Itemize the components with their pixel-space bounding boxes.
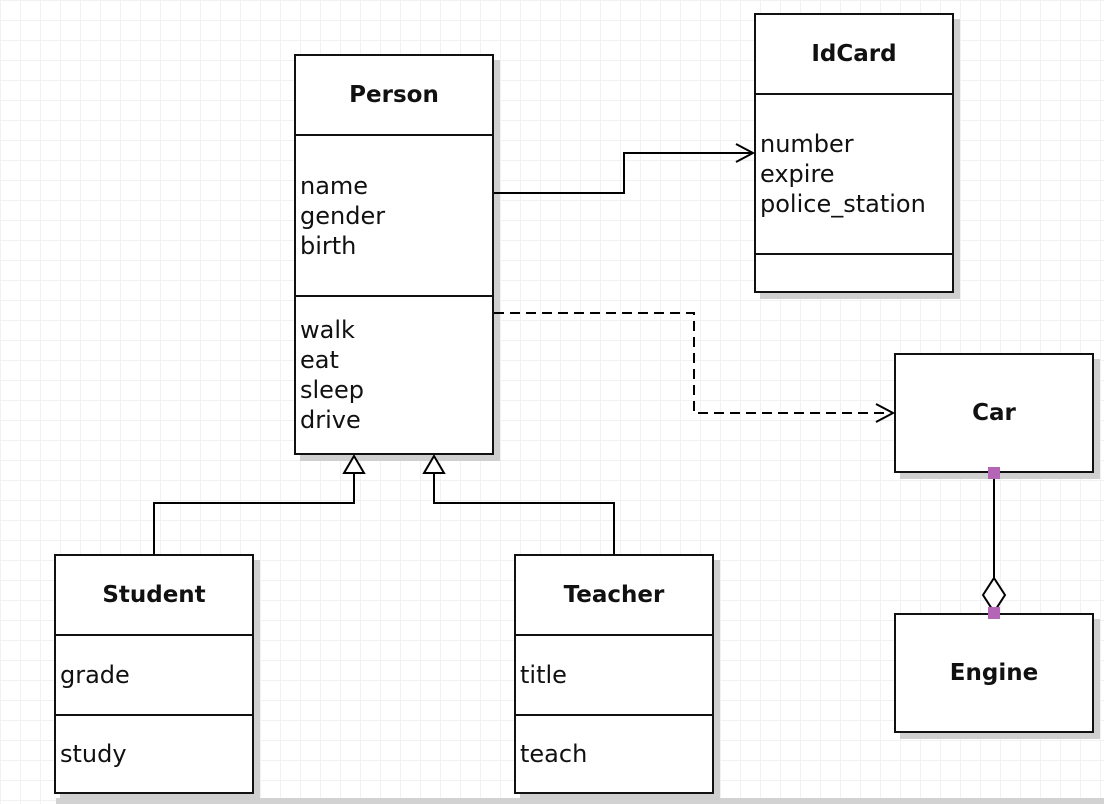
class-box-person[interactable]: Person name gender birth walk eat sleep …: [294, 54, 494, 455]
methods-compartment: study: [56, 714, 252, 792]
class-title: Person: [349, 82, 439, 108]
attributes-compartment: number expire police_station: [756, 93, 952, 253]
methods-compartment: walk eat sleep drive: [296, 295, 492, 453]
edge-car-engine[interactable]: [981, 467, 1007, 619]
class-box-engine[interactable]: Engine: [894, 613, 1094, 733]
hollow-triangle-icon: [342, 454, 366, 474]
open-arrowhead-icon: [875, 403, 896, 423]
edge-student-person[interactable]: [153, 454, 366, 554]
methods-compartment-empty: [756, 253, 952, 291]
attribute: birth: [300, 231, 357, 260]
attributes-compartment: name gender birth: [296, 134, 492, 295]
class-title: Engine: [949, 660, 1039, 686]
method: teach: [520, 740, 588, 768]
attribute: number: [760, 130, 854, 158]
class-title: IdCard: [811, 41, 897, 67]
edge-person-car[interactable]: [494, 312, 896, 423]
class-box-idcard[interactable]: IdCard number expire police_station: [754, 13, 954, 293]
method: drive: [300, 406, 361, 434]
method: study: [60, 740, 127, 768]
attribute: police_station: [760, 190, 926, 218]
open-arrowhead-icon: [735, 143, 756, 163]
attribute: name: [300, 171, 369, 200]
page-edge-shadow: [56, 798, 1104, 804]
attribute: gender: [300, 201, 386, 230]
edge-teacher-person[interactable]: [422, 454, 615, 554]
attributes-compartment: title: [516, 634, 712, 714]
hollow-triangle-icon: [422, 454, 446, 474]
class-box-car[interactable]: Car: [894, 353, 1094, 473]
edge-person-idcard[interactable]: [494, 143, 756, 194]
class-box-student[interactable]: Student grade study: [54, 554, 254, 794]
method: eat: [300, 346, 339, 374]
method: sleep: [300, 376, 364, 404]
hollow-diamond-icon: [981, 576, 1007, 614]
class-title: Teacher: [563, 582, 665, 608]
class-title: Car: [972, 400, 1016, 426]
methods-compartment: teach: [516, 714, 712, 792]
attribute: expire: [760, 160, 835, 188]
attribute: grade: [60, 661, 130, 689]
class-title: Student: [102, 582, 206, 608]
class-box-teacher[interactable]: Teacher title teach: [514, 554, 714, 794]
attribute: title: [520, 661, 567, 689]
method: walk: [300, 316, 355, 344]
attributes-compartment: grade: [56, 634, 252, 714]
